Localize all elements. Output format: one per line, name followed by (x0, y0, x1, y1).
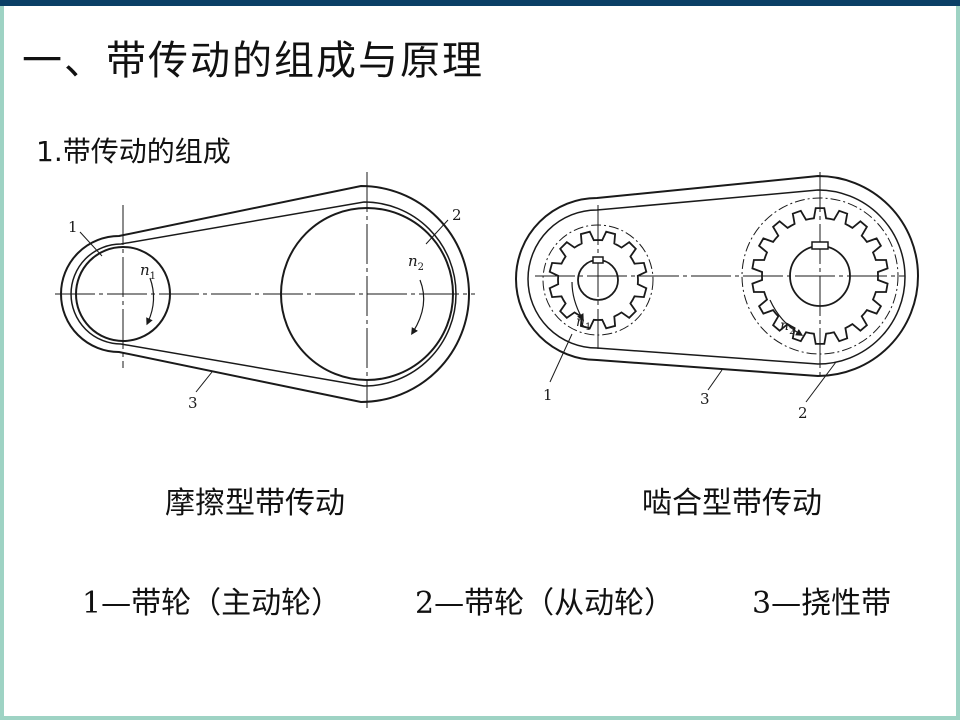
meshing-leader-2 (805, 361, 837, 403)
legend-item-flexible-belt: 3—挠性带 (752, 586, 892, 621)
meshing-driver-keyway (592, 256, 604, 264)
meshing-belt-inner (527, 189, 906, 365)
meshing-label-n2: n2 (780, 318, 795, 337)
meshing-driven-pitch-circle (741, 197, 899, 355)
meshing-label-1: 1 (543, 386, 553, 404)
meshing-driven-pulley (751, 207, 889, 345)
section-subtitle: 1.带传动的组成 (36, 135, 231, 168)
friction-label-2: 2 (452, 206, 462, 224)
legend-item-driven-pulley: 2—带轮（从动轮） (415, 586, 675, 621)
meshing-driven-rotation-arrow (769, 299, 804, 336)
friction-driver-pulley (75, 246, 171, 342)
top-accent-bar (0, 0, 960, 6)
friction-belt-outer (60, 184, 470, 404)
slide-title: 一、带传动的组成与原理 (22, 38, 484, 84)
friction-belt-drive (55, 172, 475, 408)
meshing-driver-pitch-circle (542, 224, 654, 336)
meshing-driver-rotation-arrow (571, 281, 584, 322)
slide-frame (0, 6, 960, 720)
friction-leader-2 (425, 219, 449, 245)
friction-label-n2: n2 (408, 252, 424, 273)
meshing-leader-3 (707, 369, 723, 391)
friction-label-3: 3 (188, 394, 198, 412)
meshing-label-3: 3 (700, 390, 710, 408)
meshing-label-2: 2 (798, 404, 808, 422)
friction-driver-rotation-arrow (146, 277, 155, 326)
friction-driven-pulley (280, 207, 454, 381)
meshing-driven-keyway (811, 241, 829, 250)
friction-leader-3 (195, 371, 213, 393)
friction-belt-inner (70, 201, 457, 387)
meshing-drive-caption: 啮合型带传动 (642, 486, 822, 521)
friction-driven-rotation-arrow (411, 279, 425, 336)
meshing-belt-drive (515, 172, 919, 403)
meshing-leader-1 (549, 333, 573, 383)
friction-label-1: 1 (68, 218, 78, 236)
friction-label-n1: n1 (140, 261, 156, 282)
legend-item-driver-pulley: 1—带轮（主动轮） (82, 586, 342, 621)
friction-drive-caption: 摩擦型带传动 (165, 486, 345, 521)
meshing-label-n1: n1 (576, 314, 591, 333)
meshing-driver-pulley (548, 230, 648, 330)
friction-leader-1 (79, 231, 103, 257)
